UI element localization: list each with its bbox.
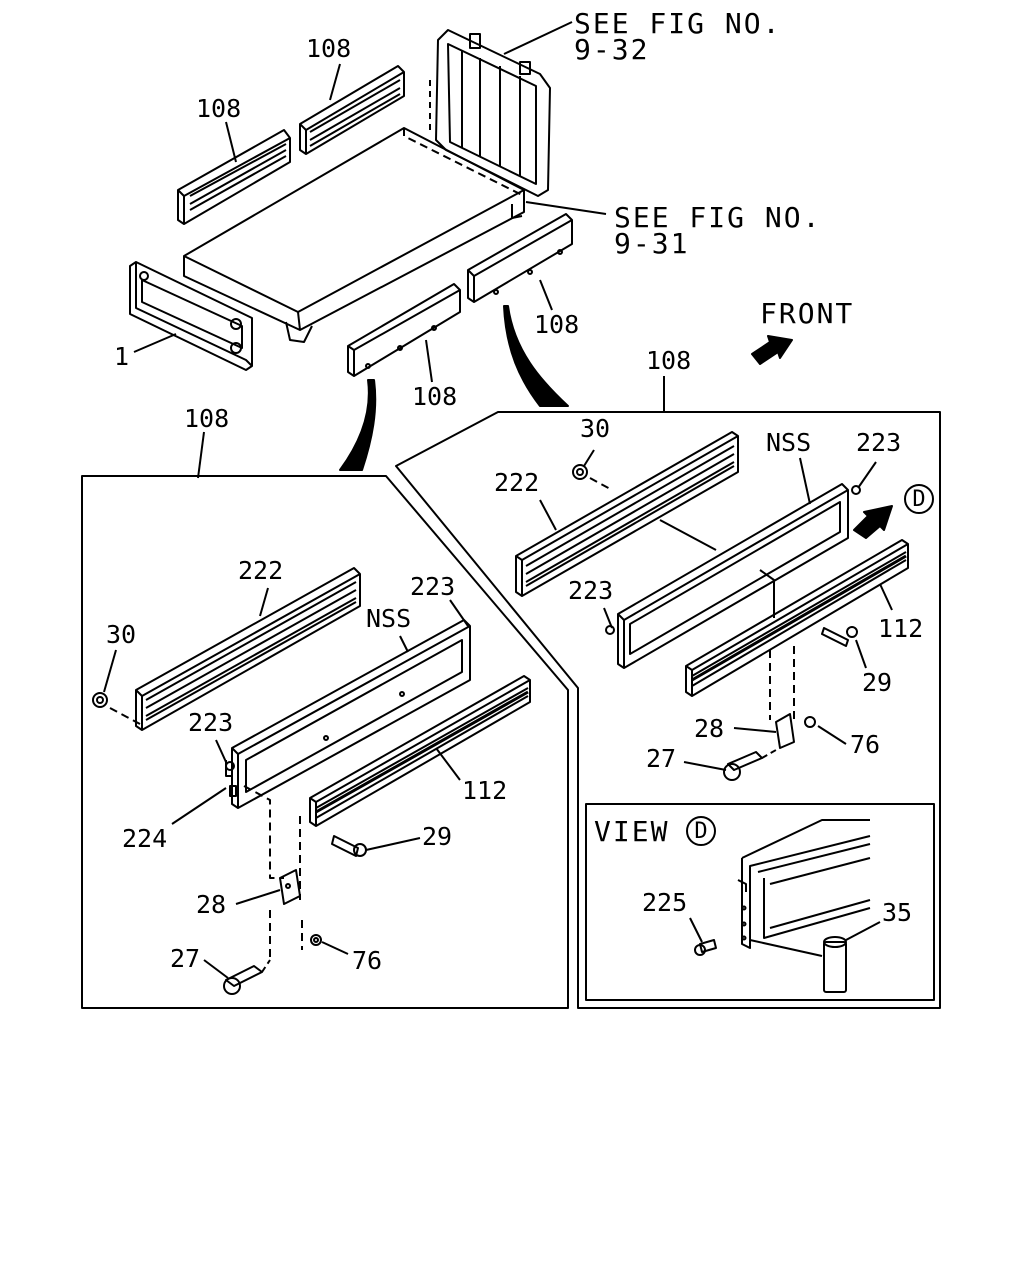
label-108-top-b: 108 (306, 34, 352, 63)
ref-fig-9-31-line2: 9-31 (614, 227, 690, 260)
label-223-left-top: 223 (410, 572, 456, 601)
label-112-right: 112 (878, 614, 924, 643)
label-30-right: 30 (580, 414, 611, 443)
label-222-right: 222 (494, 468, 540, 497)
leader-lines-top (133, 21, 665, 479)
view-label-circle: D (686, 816, 716, 846)
callout-swoosh-right (503, 305, 569, 407)
label-108-low-c: 108 (412, 382, 458, 411)
ref-fig-9-32-line2: 9-32 (574, 33, 650, 66)
label-76-left: 76 (352, 946, 383, 975)
view-d-arrow (853, 505, 893, 539)
label-108-low-d: 108 (534, 310, 580, 339)
label-29-right: 29 (862, 668, 893, 697)
bed-platform (183, 127, 525, 343)
ref-fig-9-31-line1: SEE FIG NO. (614, 201, 822, 234)
callout-swoosh-left (339, 379, 377, 471)
left-hardware (92, 587, 469, 995)
label-28-left: 28 (196, 890, 227, 919)
label-27-left: 27 (170, 944, 201, 973)
label-223-left-mid: 223 (188, 708, 234, 737)
side-panel-108-low-right (467, 213, 573, 303)
label-108-panel-left: 108 (184, 404, 230, 433)
left-detail-frame (81, 475, 569, 1009)
label-224: 224 (122, 824, 168, 853)
headboard (429, 29, 551, 197)
ref-fig-9-32-line1: SEE FIG NO. (574, 7, 782, 40)
label-112-left: 112 (462, 776, 508, 805)
front-arrow (751, 335, 793, 365)
tailgate-1 (129, 261, 253, 371)
right-hardware (539, 449, 893, 781)
label-222-left: 222 (238, 556, 284, 585)
view-d-marker: D (904, 484, 934, 514)
label-30-left: 30 (106, 620, 137, 649)
right-panel-112 (685, 539, 909, 697)
label-108-top-a: 108 (196, 94, 242, 123)
right-frame-nss (617, 483, 849, 669)
label-27-right: 27 (646, 744, 677, 773)
label-223-right-mid: 223 (568, 576, 614, 605)
left-panel-222 (135, 567, 361, 731)
view-d-frame (585, 803, 935, 1001)
side-panel-108-top-right (299, 65, 405, 155)
label-1: 1 (114, 342, 130, 371)
label-225: 225 (642, 888, 688, 917)
label-223-right-top: 223 (856, 428, 902, 457)
side-panel-108-top-left (177, 129, 291, 225)
view-label: VIEW (594, 815, 670, 848)
side-panel-108-low-left (347, 283, 461, 377)
left-panel-112 (309, 675, 531, 827)
label-29-left: 29 (422, 822, 453, 851)
front-label: FRONT (760, 297, 855, 330)
label-28-right: 28 (694, 714, 725, 743)
right-panel-222 (515, 431, 739, 597)
right-detail-frame (395, 411, 941, 1009)
label-35: 35 (882, 898, 913, 927)
label-nss-right: NSS (766, 428, 812, 457)
view-d-detail (689, 819, 881, 993)
label-nss-left: NSS (366, 604, 412, 633)
label-108-panel-right: 108 (646, 346, 692, 375)
label-76-right: 76 (850, 730, 881, 759)
